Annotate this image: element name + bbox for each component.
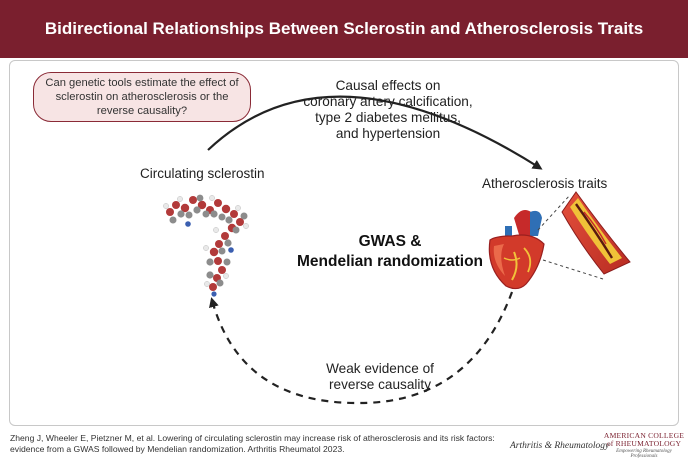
circulating-sclerostin-label: Circulating sclerostin — [140, 166, 265, 181]
causal-line-1: Causal effects on — [335, 78, 441, 93]
reverse-arrow — [209, 291, 514, 405]
citation-text: Zheng J, Wheeler E, Pietzner M, et al. L… — [10, 433, 495, 454]
reverse-line-2: reverse causality — [329, 377, 431, 392]
causal-arrow — [207, 95, 543, 170]
method-line-2: Mendelian randomization — [296, 253, 483, 270]
reverse-causality-label: Weak evidence of reverse causality — [280, 361, 480, 393]
research-question-text: Can genetic tools estimate the effect of… — [45, 77, 239, 117]
page-title: Bidirectional Relationships Between Scle… — [44, 19, 644, 38]
journal-logo: Arthritis & Rheumatology — [510, 441, 610, 451]
causal-line-2: coronary artery calcification, — [303, 94, 473, 109]
heart-icon — [488, 210, 545, 290]
causal-line-4: and hypertension — [335, 126, 441, 141]
reverse-line-1: Weak evidence of — [326, 361, 434, 376]
acr-line-2: of RHEUMATOLOGY — [606, 439, 682, 449]
artery-plaque-icon — [561, 191, 631, 275]
sclerostin-molecule-icon — [163, 194, 249, 297]
atherosclerosis-traits-label: Atherosclerosis traits — [482, 176, 608, 191]
acr-logo: AMERICAN COLLEGE of RHEUMATOLOGY Empower… — [603, 431, 685, 459]
causal-effects-label: Causal effects on coronary artery calcif… — [272, 78, 504, 142]
header-banner: Bidirectional Relationships Between Scle… — [0, 0, 688, 58]
method-label: GWAS & Mendelian randomization — [270, 232, 510, 272]
research-question-box: Can genetic tools estimate the effect of… — [33, 72, 251, 122]
acr-tagline: Empowering Rheumatology Professionals — [616, 448, 672, 459]
causal-line-3: type 2 diabetes mellitus, — [315, 110, 461, 125]
method-line-1: GWAS & — [358, 233, 422, 250]
acr-line-1: AMERICAN COLLEGE — [603, 431, 685, 440]
